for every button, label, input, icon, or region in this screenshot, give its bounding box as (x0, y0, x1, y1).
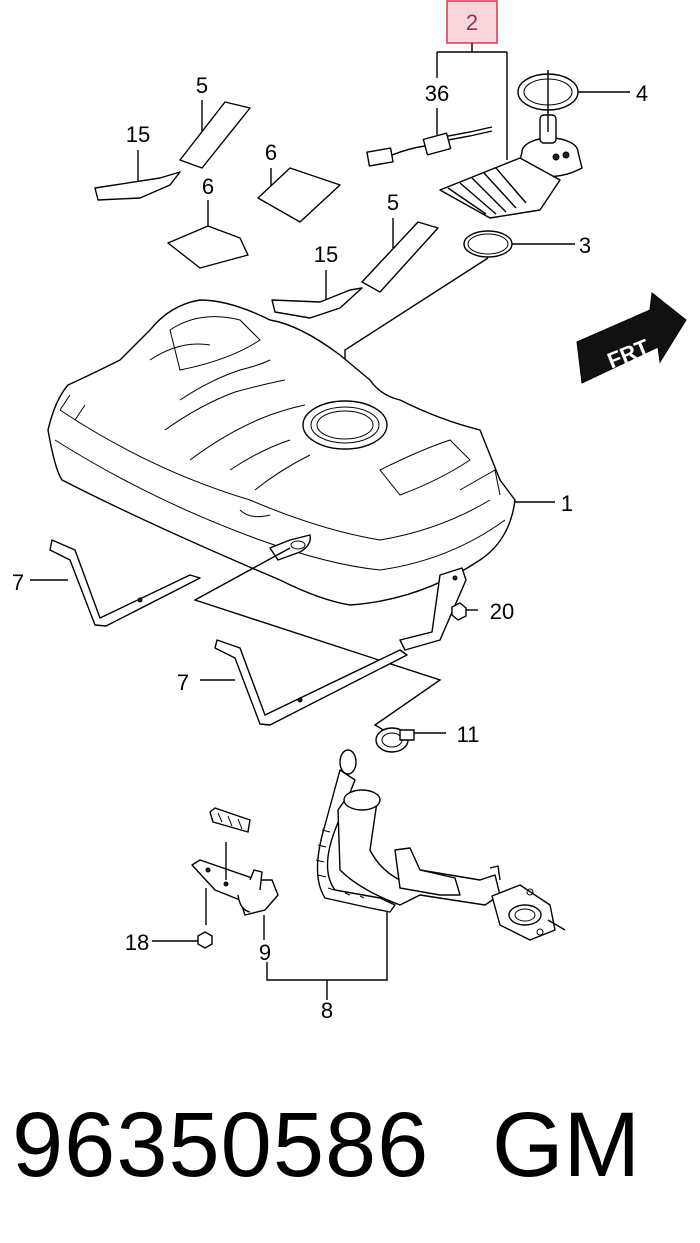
pad-strip-15b (271, 287, 363, 319)
strap-nut-20 (451, 602, 467, 621)
callout-9: 9 (259, 940, 271, 965)
insulator-pad-5b (361, 221, 439, 293)
part-number: 96350586 (12, 1094, 430, 1196)
callout-3: 3 (579, 233, 591, 258)
callout-6a: 6 (265, 140, 277, 165)
insulator-pad-5a (179, 101, 251, 169)
callout-4: 4 (636, 81, 648, 106)
part-number-footer: 96350586 GM (0, 1085, 700, 1205)
callout-1: 1 (561, 491, 573, 516)
bracket-nut-18 (197, 931, 213, 949)
tank-strap-7b (214, 639, 408, 726)
tank-strap-right-end (399, 567, 467, 651)
callout-15b: 15 (314, 242, 338, 267)
callout-2-highlight-box[interactable] (446, 0, 498, 44)
callout-7b: 7 (177, 670, 189, 695)
callout-2: 2 (466, 10, 478, 35)
insulator-pad-6a (257, 167, 341, 223)
front-direction-arrow: FRT (576, 292, 687, 384)
hose-clamp-11 (375, 727, 415, 753)
callout-5a: 5 (196, 73, 208, 98)
callout-18: 18 (125, 930, 149, 955)
fuel-sender-wire-part (366, 126, 493, 167)
insulator-pad-6b (167, 225, 249, 269)
filler-neck-assembly-8 (315, 749, 566, 941)
pad-strip-15a (94, 171, 181, 201)
callout-7a: 7 (12, 570, 24, 595)
callout-15a: 15 (126, 122, 150, 147)
callout-36: 36 (425, 81, 449, 106)
callout-8: 8 (321, 998, 333, 1023)
fuel-tank-part (47, 299, 516, 606)
callout-5b: 5 (387, 190, 399, 215)
callout-20: 20 (490, 599, 514, 624)
pump-o-ring-part (463, 230, 513, 258)
callout-6b: 6 (202, 174, 214, 199)
callout-11: 11 (457, 722, 480, 747)
brand-label: GM (492, 1094, 641, 1196)
tank-strap-7a (49, 539, 201, 627)
fuel-pump-module-part (439, 70, 583, 219)
fuel-tank-exploded-diagram: 2 36 4 3 5 15 6 6 (12, 0, 687, 1023)
hose-bracket-9 (191, 807, 279, 916)
